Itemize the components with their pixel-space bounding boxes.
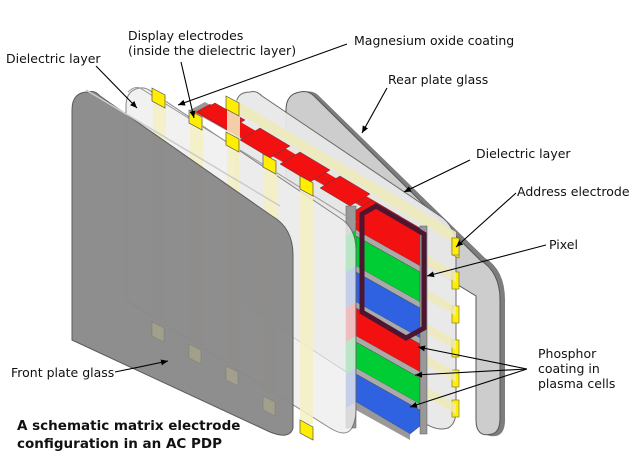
display-electrode-tab <box>299 419 314 441</box>
display-electrode-tab <box>225 131 240 153</box>
label-magnesium-oxide-coating: Magnesium oxide coating <box>354 33 514 48</box>
cell-column <box>346 199 428 440</box>
caption-line-1: A schematic matrix electrode <box>17 418 240 434</box>
display-electrode-tab <box>225 95 240 117</box>
label-phosphor-coating-3: plasma cells <box>538 376 615 391</box>
label-display-electrodes-note: (inside the dielectric layer) <box>128 43 296 58</box>
label-dielectric-layer-front: Dielectric layer <box>6 51 101 66</box>
label-pixel: Pixel <box>549 237 578 252</box>
label-dielectric-layer-rear: Dielectric layer <box>476 146 571 161</box>
address-electrode-tab <box>451 237 460 256</box>
plasma-cells <box>190 102 428 440</box>
caption-line-2: configuration in an AC PDP <box>17 436 222 452</box>
labels: Dielectric layer Display electrodes (ins… <box>6 28 630 452</box>
front-plate-glass <box>71 89 294 436</box>
label-address-electrode: Address electrode <box>517 184 630 199</box>
cell-red-top <box>197 102 371 207</box>
label-display-electrodes: Display electrodes <box>128 28 243 43</box>
leader-lines <box>95 43 547 408</box>
label-rear-plate-glass: Rear plate glass <box>388 72 488 87</box>
display-electrode-tab <box>262 153 277 175</box>
label-phosphor-coating: Phosphor <box>538 346 597 361</box>
label-phosphor-coating-2: coating in <box>538 361 600 376</box>
label-front-plate-glass: Front plate glass <box>11 365 114 380</box>
display-electrode-tab <box>151 87 166 109</box>
pixel-outline <box>359 203 427 341</box>
display-electrode-tab <box>299 175 314 197</box>
